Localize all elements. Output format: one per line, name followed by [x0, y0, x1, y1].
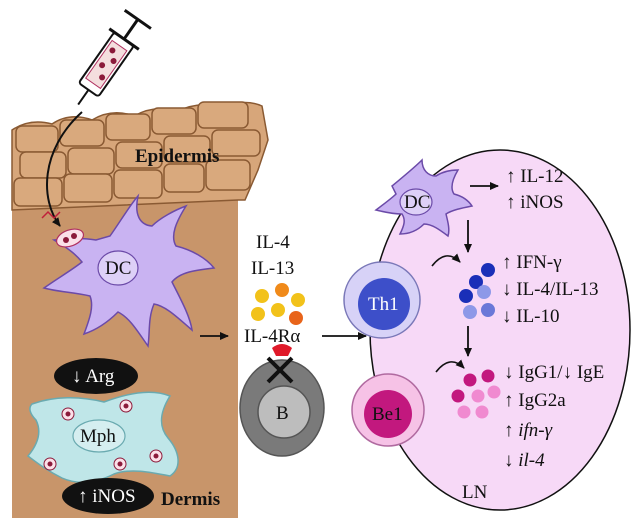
- be1-output-igg2a: ↑ IgG2a: [504, 390, 566, 411]
- be1-output-il4-gene: ↓ il-4: [504, 450, 545, 471]
- epidermis-label: Epidermis: [135, 146, 219, 167]
- amastigotes-in-mph: [43, 399, 163, 471]
- syringe-icon: [77, 8, 152, 106]
- arg-badge: [54, 358, 138, 394]
- inos-skin-badge: [62, 478, 154, 514]
- th1-label: Th1: [368, 294, 399, 315]
- th1-output-il10: ↓ IL-10: [502, 306, 560, 327]
- dc-ln-label: DC: [404, 192, 430, 213]
- be1-antibody-dots: [451, 369, 501, 419]
- il4ra-label: IL-4Rα: [244, 326, 300, 347]
- dc-skin-label: DC: [105, 258, 131, 279]
- injection-arrow: [46, 111, 83, 227]
- ln-label: LN: [462, 482, 488, 503]
- th1-cell: [343, 261, 421, 339]
- be1-output-ifn-gene: ↑ ifn-γ: [504, 420, 553, 441]
- cytokine-dots: [251, 283, 305, 325]
- dc-skin-nucleus: [97, 250, 139, 286]
- be1-cell: [351, 373, 425, 447]
- arrow-th1-secretion: [431, 253, 461, 267]
- arrow-be1-secretion: [435, 359, 465, 373]
- il4-label: IL-4: [256, 232, 290, 253]
- macrophage-nucleus: [72, 419, 126, 453]
- be1-output-igg1-ige: ↓ IgG1/↓ IgE: [504, 362, 604, 383]
- parasite-in-dc: [55, 228, 85, 248]
- skin-wound-mark: [41, 210, 61, 220]
- th1-cytokine-dots: [459, 263, 495, 319]
- dc-output-il12: ↑ IL-12: [506, 166, 564, 187]
- b-cell: [239, 359, 325, 457]
- b-cell-label: B: [276, 403, 289, 424]
- receptor-blocked-icon: [266, 344, 294, 384]
- epidermis-layer: [11, 101, 269, 211]
- mph-label: Mph: [80, 426, 116, 447]
- il13-label: IL-13: [251, 258, 294, 279]
- dc-output-inos: ↑ iNOS: [506, 192, 564, 213]
- th1-output-ifn: ↑ IFN-γ: [502, 252, 562, 273]
- dermis-label: Dermis: [161, 489, 220, 510]
- dc-ln-nucleus: [399, 188, 433, 216]
- be1-label: Be1: [372, 404, 403, 425]
- arg-label: ↓ Arg: [72, 366, 115, 387]
- th1-output-il4-il13: ↓ IL-4/IL-13: [502, 279, 599, 300]
- inos-skin-label: ↑ iNOS: [78, 486, 136, 507]
